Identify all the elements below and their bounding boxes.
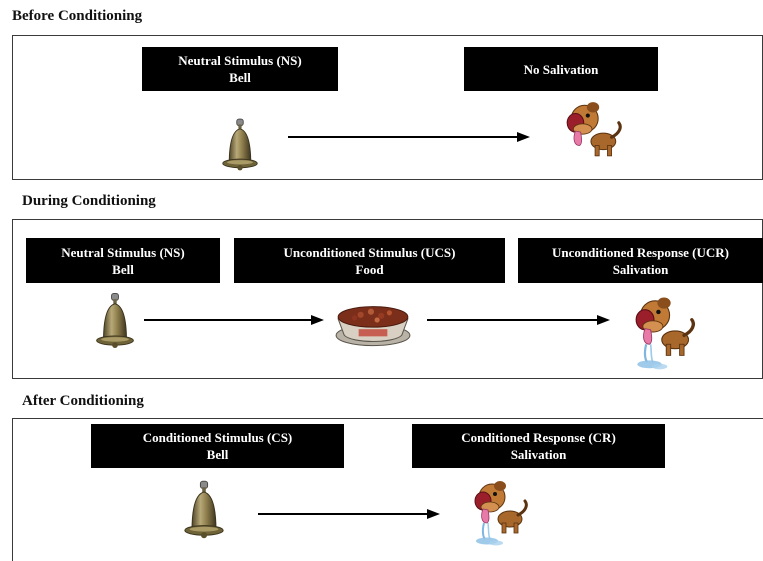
bell-icon	[218, 118, 262, 172]
after-cs-line1: Conditioned Stimulus (CS)	[142, 430, 293, 445]
during-ns-line1: Neutral Stimulus (NS)	[61, 244, 185, 260]
during-ucr-line1: Unconditioned Response (UCR)	[552, 244, 729, 260]
before-ns-line2: Bell	[229, 70, 251, 85]
during-ns-line2: Bell	[112, 261, 134, 277]
during-arrow-2	[427, 314, 610, 326]
after-arrow	[258, 508, 440, 520]
after-conditioned-response-box: Conditioned Response (CR) Salivation	[412, 424, 665, 468]
during-unconditioned-stimulus-box: Unconditioned Stimulus (UCS) Food	[234, 238, 505, 283]
during-ucs-line2: Food	[355, 261, 384, 277]
before-response-box: No Salivation	[464, 47, 658, 91]
after-cs-line2: Bell	[206, 447, 229, 462]
dog-icon	[562, 98, 624, 160]
bell-icon	[180, 480, 228, 540]
before-neutral-stimulus-box: Neutral Stimulus (NS) Bell	[142, 47, 338, 91]
after-cr-line2: Salivation	[510, 447, 567, 462]
after-section-title: After Conditioning	[22, 393, 144, 409]
salivating-dog-icon	[466, 477, 534, 547]
during-ucr-line2: Salivation	[612, 261, 669, 277]
during-section-title: During Conditioning	[22, 193, 156, 209]
salivating-dog-icon	[630, 293, 698, 371]
food-bowl-icon	[332, 295, 414, 349]
during-arrow-1	[144, 314, 324, 326]
during-neutral-stimulus-box: Neutral Stimulus (NS) Bell	[26, 238, 220, 283]
bell-icon	[92, 292, 138, 350]
before-section-title: Before Conditioning	[12, 8, 143, 24]
before-resp-line1: No Salivation	[523, 61, 599, 77]
during-ucs-line1: Unconditioned Stimulus (UCS)	[283, 244, 456, 260]
after-conditioned-stimulus-box: Conditioned Stimulus (CS) Bell	[91, 424, 344, 468]
during-unconditioned-response-box: Unconditioned Response (UCR) Salivation	[518, 238, 763, 283]
before-arrow	[288, 131, 530, 143]
before-ns-line1: Neutral Stimulus (NS)	[178, 53, 302, 68]
after-cr-line1: Conditioned Response (CR)	[461, 430, 616, 445]
